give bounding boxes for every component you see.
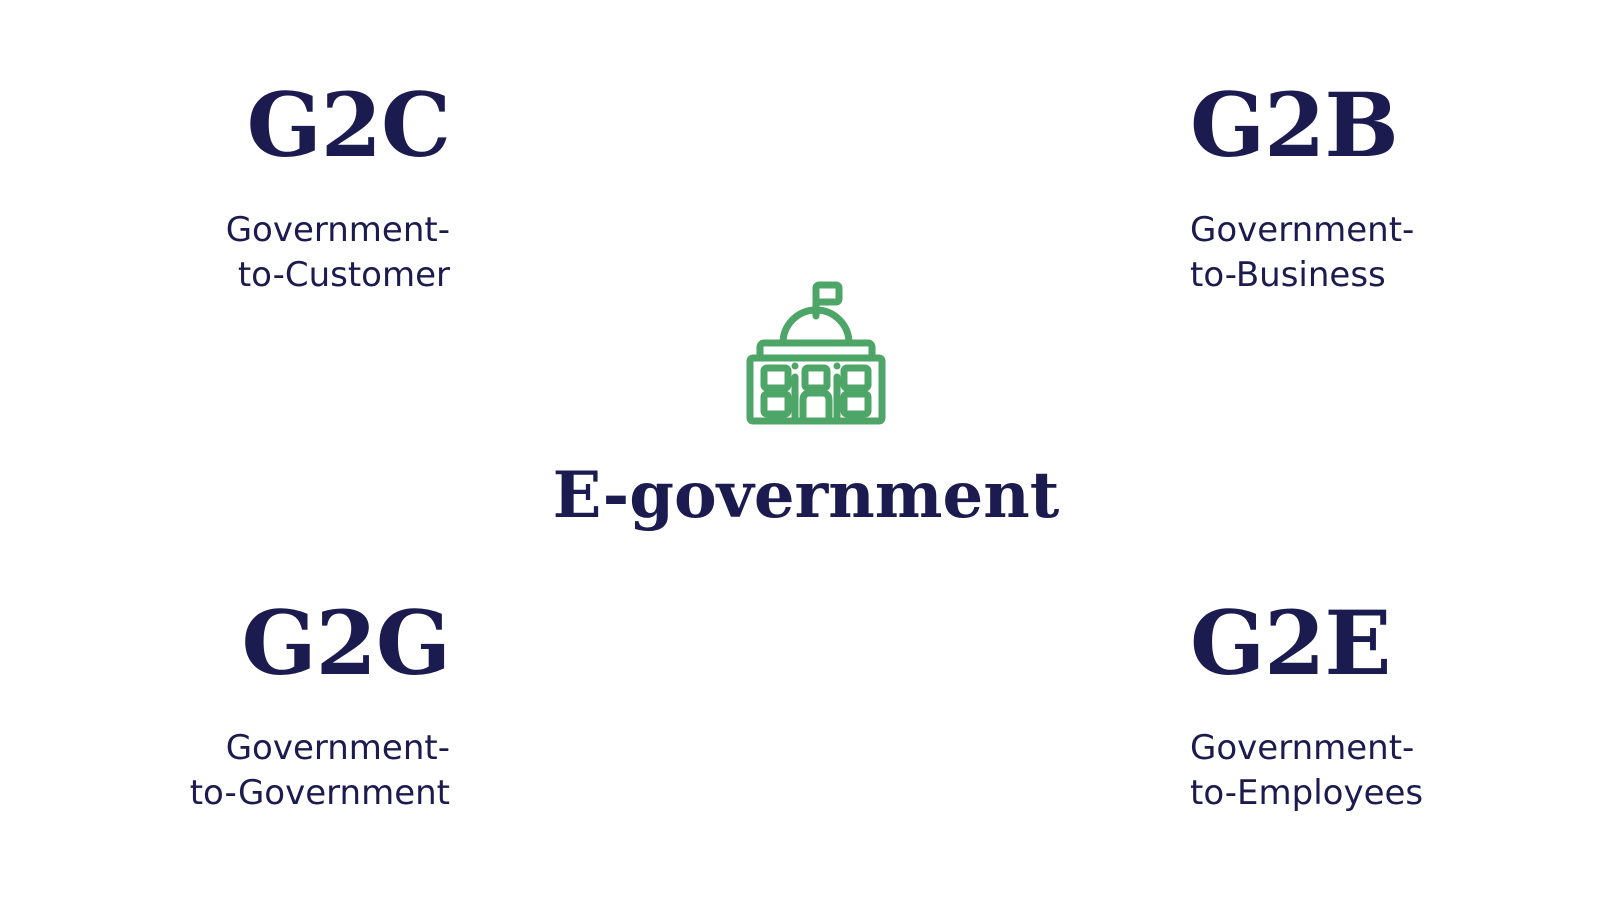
center-title: E-government <box>552 458 1060 533</box>
window <box>760 390 792 418</box>
label-sub-line1: Government- <box>1190 728 1415 768</box>
label-block-g2c: G2C Government- to-Customer <box>226 73 451 298</box>
label-abbr-g2g: G2G <box>241 591 451 695</box>
window <box>760 364 792 392</box>
ring-segment-top-left <box>462 84 812 434</box>
label-sub-line1: Government- <box>225 210 450 250</box>
ring-segment-top-right <box>824 84 1174 434</box>
label-block-g2g: G2G Government- to-Government <box>190 591 451 816</box>
label-sub-g2e: Government- to-Employees <box>1190 726 1423 816</box>
label-abbr-g2c: G2C <box>246 73 451 177</box>
label-sub-g2b: Government- to-Business <box>1190 208 1414 298</box>
dome <box>779 306 853 347</box>
door <box>799 389 833 425</box>
label-block-g2e: G2E Government- to-Employees <box>1190 598 1423 816</box>
window <box>801 364 831 392</box>
window <box>840 364 872 392</box>
label-sub-line2: to-Customer <box>237 255 450 295</box>
label-sub-line1: Government- <box>1190 210 1415 250</box>
ring-segment-bottom <box>462 446 1174 796</box>
label-sub-line2: to-Business <box>1190 255 1386 295</box>
window <box>840 390 872 418</box>
label-sub-line1: Government- <box>225 728 450 768</box>
label-sub-line2: to-Government <box>189 773 450 813</box>
label-block-g2b: G2B Government- to-Business <box>1190 80 1414 298</box>
column-capitals <box>791 362 841 370</box>
label-abbr-g2e: G2E <box>1190 591 1391 695</box>
label-sub-g2c: Government- to-Customer <box>226 208 450 298</box>
label-sub-g2g: Government- to-Government <box>190 726 450 816</box>
government-building-icon <box>746 281 886 425</box>
building-body <box>746 354 886 425</box>
label-abbr-g2b: G2B <box>1190 73 1399 177</box>
flag <box>812 281 843 306</box>
label-sub-line2: to-Employees <box>1190 773 1424 813</box>
